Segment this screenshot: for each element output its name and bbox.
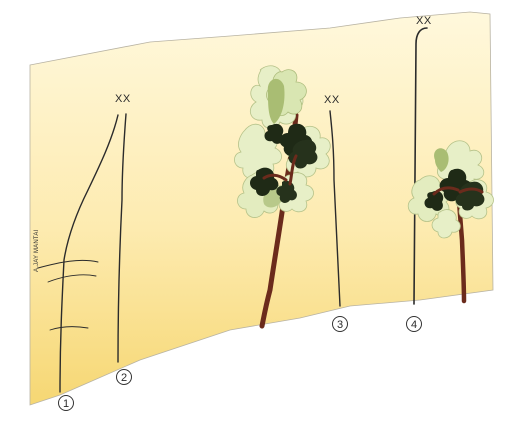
marker-xx-stick-2: XX — [115, 93, 131, 105]
svg-text:1: 1 — [63, 398, 69, 410]
number-marker-2: 2 — [117, 370, 132, 385]
marker-xx-stick-4: XX — [416, 15, 432, 27]
svg-text:3: 3 — [337, 319, 343, 331]
svg-text:2: 2 — [121, 372, 127, 384]
marker-xx-stick-3: XX — [324, 94, 340, 106]
svg-text:4: 4 — [411, 319, 417, 331]
number-marker-4: 4 — [407, 317, 422, 332]
number-marker-3: 3 — [333, 317, 348, 332]
number-marker-1: 1 — [59, 396, 74, 411]
credit-text: A.JAY MANTAI — [34, 229, 40, 272]
